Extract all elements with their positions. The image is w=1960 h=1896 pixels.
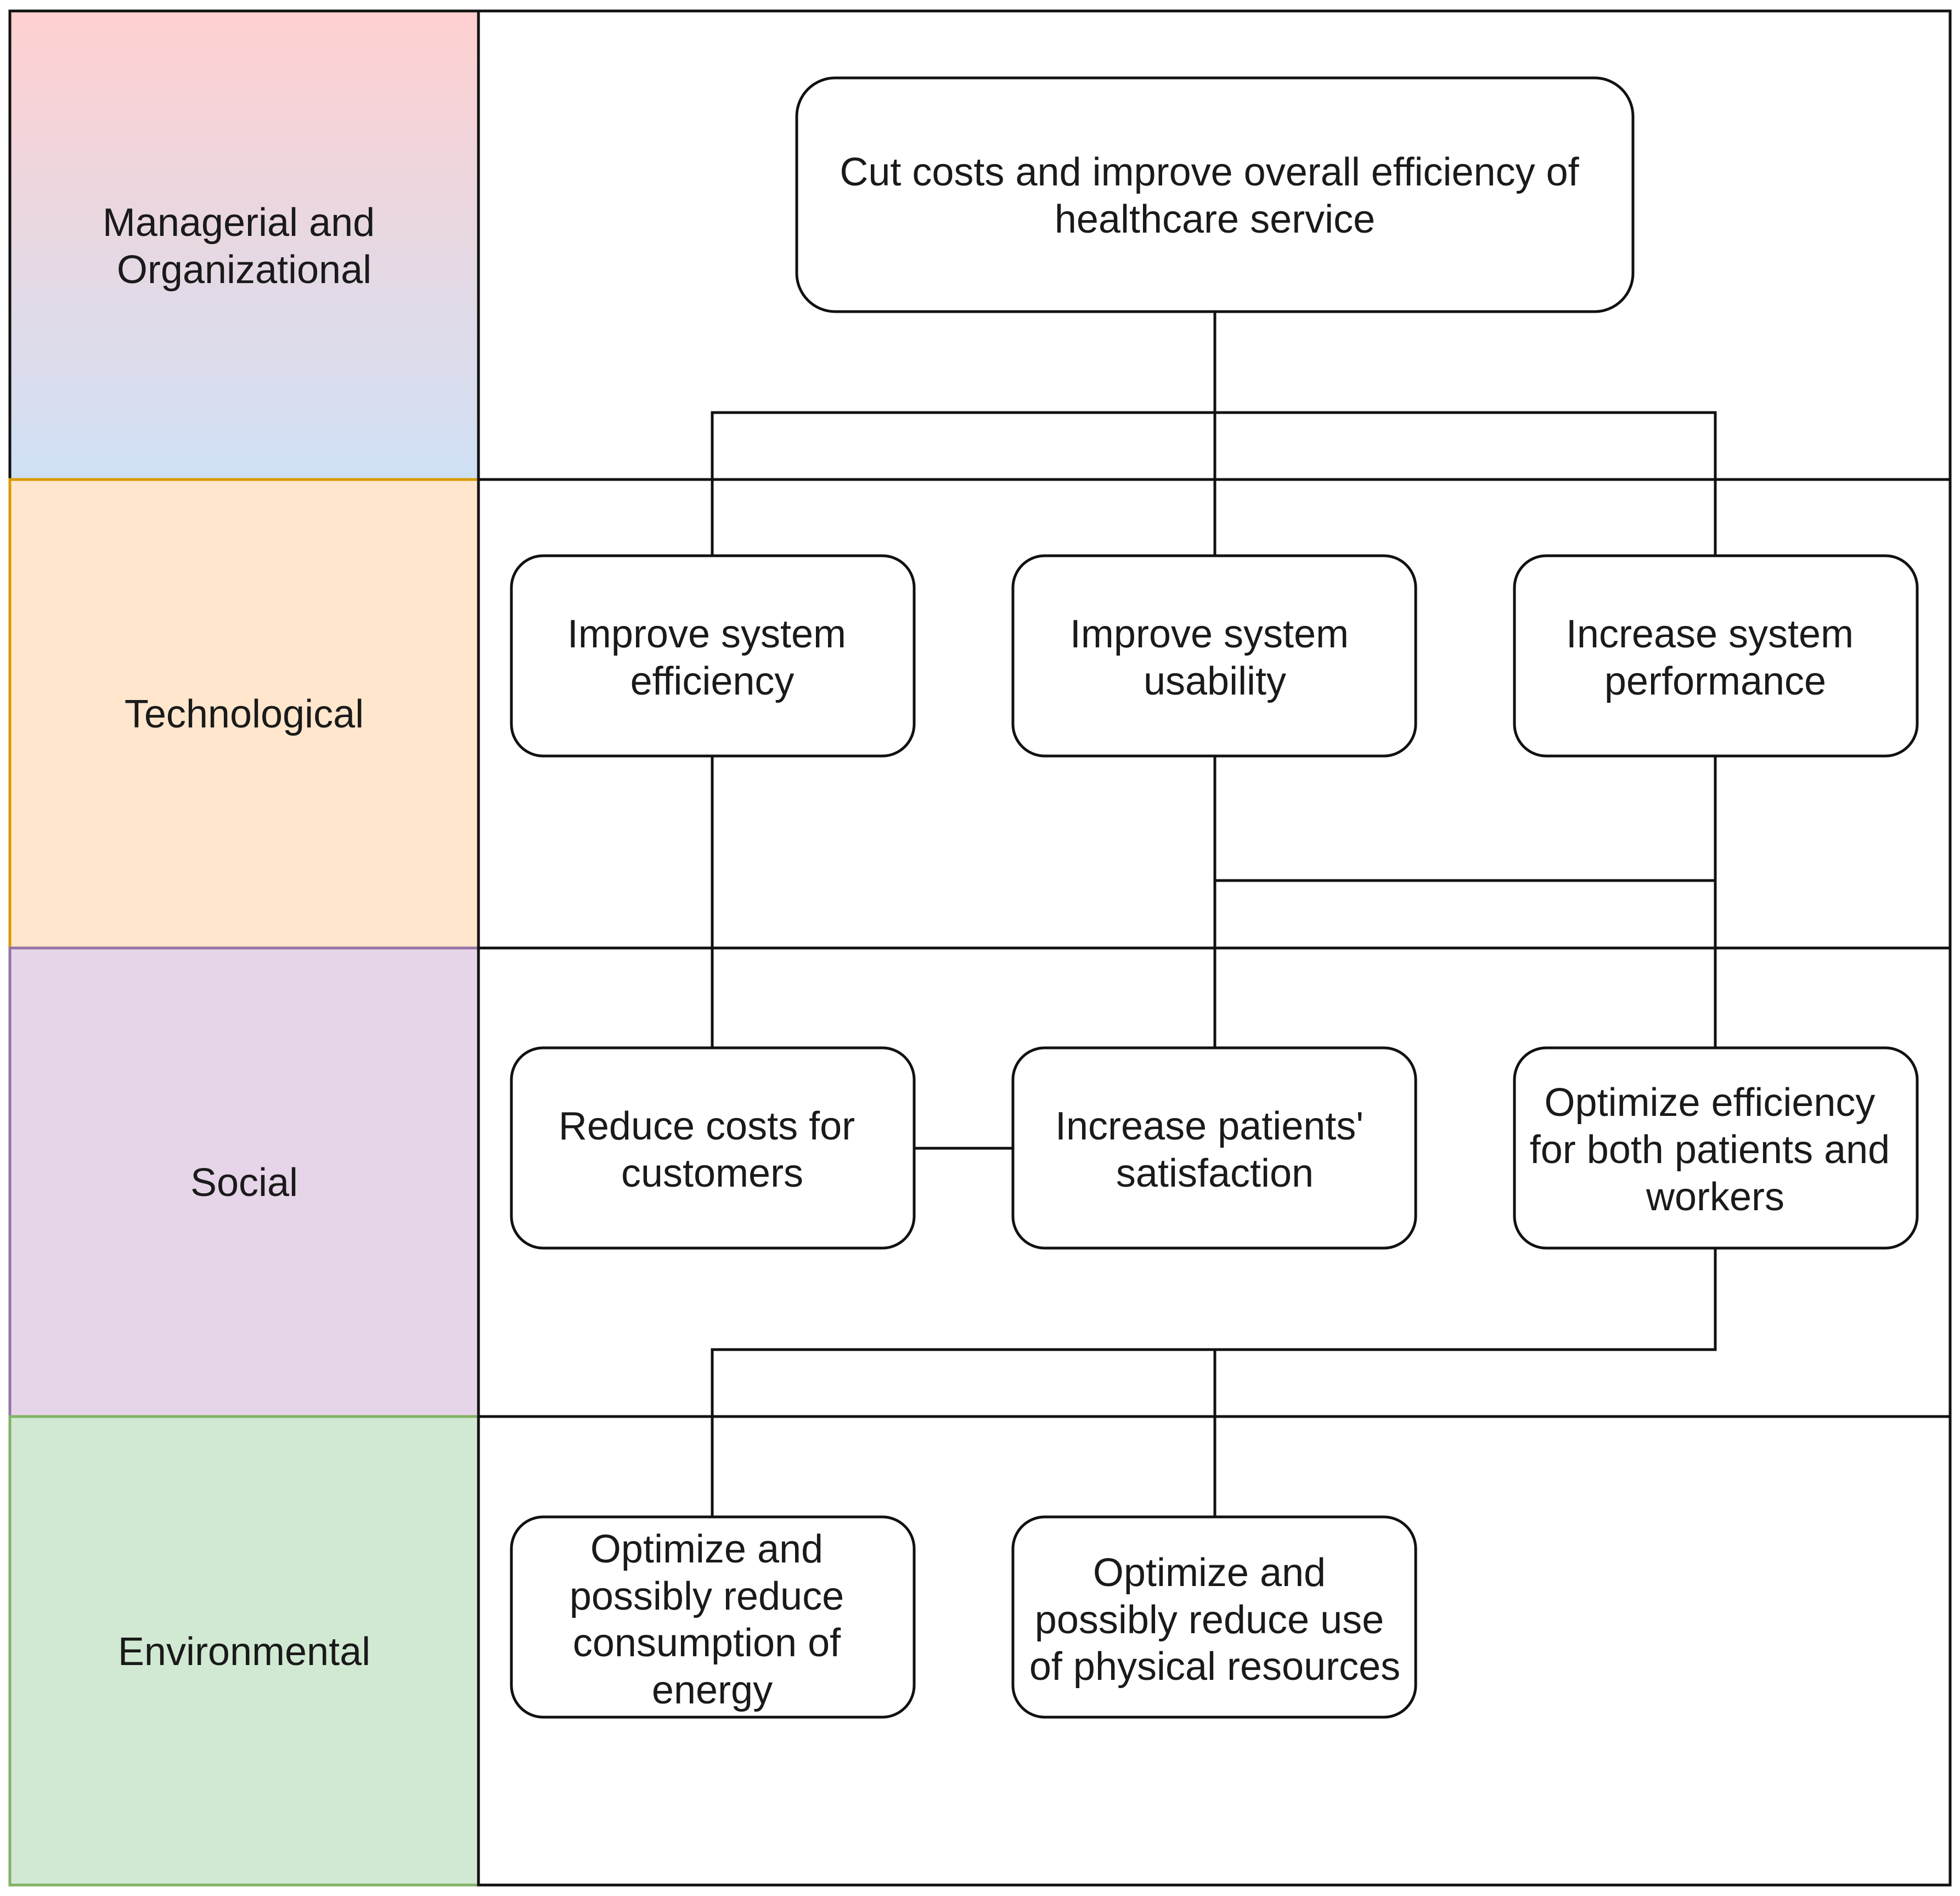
node-social-costs: Reduce costs for customers bbox=[510, 1046, 916, 1250]
node-tech-usability-text: Improve system usability bbox=[1070, 612, 1360, 703]
node-env-resources-text: Optimize and possibly reduce use of phys… bbox=[1029, 1551, 1400, 1689]
node-social-optimize: Optimize efficiency for both patients an… bbox=[1513, 1046, 1919, 1250]
node-tech-usability: Improve system usability bbox=[1011, 554, 1417, 758]
node-social-satisfaction-text: Increase patients' satisfaction bbox=[1055, 1104, 1375, 1195]
node-root-text: Cut costs and improve overall efficiency… bbox=[840, 150, 1590, 241]
lane-managerial-label: Managerial and Organizational bbox=[103, 201, 386, 292]
lane-environmental: Environmental bbox=[8, 1415, 480, 1887]
node-root: Cut costs and improve overall efficiency… bbox=[795, 76, 1635, 313]
node-tech-performance-text: Increase system performance bbox=[1566, 612, 1865, 703]
lane-social-label: Social bbox=[190, 1161, 298, 1205]
lane-technological: Technological bbox=[8, 478, 480, 950]
node-social-satisfaction: Increase patients' satisfaction bbox=[1011, 1046, 1417, 1250]
node-env-energy: Optimize and possibly reduce consumption… bbox=[510, 1515, 916, 1719]
node-env-resources: Optimize and possibly reduce use of phys… bbox=[1011, 1515, 1417, 1719]
node-social-costs-text: Reduce costs for customers bbox=[559, 1104, 866, 1195]
lane-managerial: Managerial and Organizational bbox=[8, 9, 480, 481]
lane-social: Social bbox=[8, 946, 480, 1418]
node-env-energy-text: Optimize and possibly reduce consumption… bbox=[570, 1527, 855, 1712]
node-social-optimize-text: Optimize efficiency for both patients an… bbox=[1530, 1081, 1901, 1219]
node-tech-efficiency-text: Improve system efficiency bbox=[567, 612, 857, 703]
lane-technological-label: Technological bbox=[125, 692, 364, 736]
lane-environmental-label: Environmental bbox=[118, 1630, 370, 1674]
connectors bbox=[711, 312, 1717, 1517]
node-tech-efficiency: Improve system efficiency bbox=[510, 554, 916, 758]
node-tech-performance: Increase system performance bbox=[1513, 554, 1919, 758]
